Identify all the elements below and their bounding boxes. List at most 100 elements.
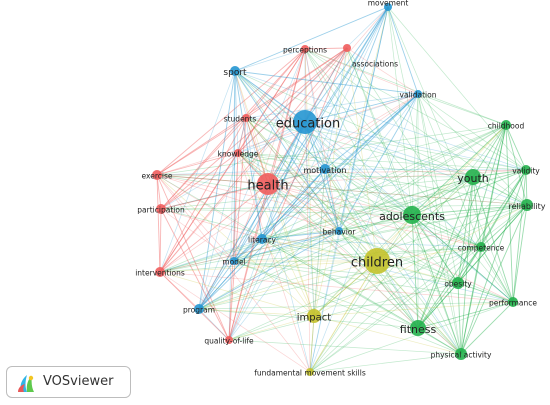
node-obesity[interactable] [452, 277, 464, 289]
edge-motivation-model [233, 168, 326, 262]
node-knowledge[interactable] [234, 149, 242, 157]
edge-health-performance [267, 183, 514, 303]
edge-literacy-fitness [261, 238, 419, 329]
edge-interventions-program [159, 271, 200, 310]
node-youth[interactable] [465, 169, 481, 185]
edge-motivation-impact [313, 168, 326, 317]
edge-youth-physical-activity [460, 176, 474, 355]
edge-validation-model [233, 93, 419, 262]
edge-validation-students [245, 93, 419, 119]
node-education[interactable] [293, 110, 317, 134]
edge-childhood-exercise [156, 124, 507, 176]
node-movement[interactable] [384, 3, 392, 11]
edge-associations-education [304, 47, 348, 123]
edge-validity-fundamental-movement-skills [309, 169, 527, 373]
node-behavior[interactable] [335, 227, 343, 235]
edge-childhood-youth [472, 124, 507, 178]
node-sport[interactable] [230, 66, 240, 76]
edge-participation-obesity [160, 208, 459, 284]
node-exercise[interactable] [152, 170, 162, 180]
edge-exercise-fundamental-movement-skills [156, 174, 311, 373]
node-fitness[interactable] [410, 320, 426, 336]
edge-adolescents-obesity [411, 214, 459, 284]
edge-students-health [245, 117, 269, 185]
edge-youth-impact [313, 176, 474, 317]
edge-participation-quality-of-life [160, 208, 230, 341]
edge-model-program [198, 260, 235, 310]
edge-participation-model [160, 208, 235, 262]
node-competence[interactable] [476, 242, 486, 252]
node-performance[interactable] [508, 297, 518, 307]
edge-validation-childhood [417, 93, 507, 126]
node-associations[interactable] [343, 44, 351, 52]
edge-education-physical-activity [304, 121, 462, 355]
edge-students-validity [245, 117, 527, 171]
edge-motivation-fundamental-movement-skills [309, 168, 326, 373]
edge-youth-performance [472, 176, 514, 303]
node-perceptions[interactable] [301, 45, 309, 53]
node-students[interactable] [242, 114, 250, 122]
edge-students-participation [160, 117, 247, 210]
edge-literacy-interventions [159, 238, 263, 273]
node-validation[interactable] [414, 90, 422, 98]
edge-students-impact [245, 117, 315, 317]
edge-health-adolescents [267, 183, 413, 216]
node-adolescents[interactable] [403, 206, 421, 224]
node-motivation[interactable] [320, 164, 330, 174]
node-interventions[interactable] [155, 267, 165, 277]
node-model[interactable] [230, 257, 238, 265]
node-impact[interactable] [307, 309, 321, 323]
edge-childhood-literacy [261, 124, 507, 240]
edge-perceptions-motivation [304, 48, 326, 170]
edge-performance-physical-activity [460, 301, 514, 355]
label-childhood: childhood [488, 122, 525, 131]
node-program[interactable] [194, 304, 204, 314]
edge-participation-adolescents [160, 208, 413, 216]
edge-reliability-impact [313, 204, 528, 317]
edge-validation-knowledge [237, 93, 419, 154]
edge-competence-performance [480, 246, 514, 303]
edge-validation-health [267, 93, 419, 185]
node-fundamental-movement-skills[interactable] [306, 368, 314, 376]
edge-competence-interventions [159, 246, 482, 273]
edge-movement-adolescents [387, 6, 413, 216]
edge-reliability-fundamental-movement-skills [309, 204, 528, 373]
edge-exercise-literacy [156, 174, 263, 240]
edge-exercise-model [156, 174, 235, 262]
node-physical-activity[interactable] [455, 348, 467, 360]
edge-childhood-fundamental-movement-skills [309, 124, 507, 373]
node-reliability[interactable] [521, 199, 533, 211]
edge-children-fundamental-movement-skills [309, 260, 378, 373]
edge-knowledge-fundamental-movement-skills [237, 152, 311, 373]
edge-sport-youth [234, 70, 474, 178]
node-literacy[interactable] [257, 234, 267, 244]
edge-childhood-physical-activity [460, 124, 507, 355]
node-children[interactable] [364, 248, 390, 274]
label-participation: participation [137, 206, 185, 215]
node-participation[interactable] [156, 204, 166, 214]
node-validity[interactable] [521, 165, 531, 175]
node-childhood[interactable] [501, 120, 511, 130]
edge-sport-competence [234, 70, 482, 248]
edge-perceptions-students [245, 48, 306, 119]
edge-knowledge-adolescents [237, 152, 413, 216]
edge-adolescents-interventions [159, 214, 413, 273]
edge-model-performance [233, 260, 514, 303]
edge-motivation-exercise [156, 168, 326, 176]
node-health[interactable] [257, 173, 279, 195]
edge-childhood-program [198, 124, 507, 310]
edge-impact-quality-of-life [228, 315, 315, 341]
label-validation: validation [400, 91, 437, 100]
edge-validation-interventions [159, 93, 419, 273]
edge-adolescents-physical-activity [411, 214, 462, 355]
node-quality-of-life[interactable] [225, 336, 233, 344]
edge-interventions-impact [159, 271, 315, 317]
edge-sport-obesity [234, 70, 459, 284]
edge-participation-interventions [159, 208, 162, 273]
edge-knowledge-model [233, 152, 239, 262]
edge-reliability-model [233, 204, 528, 262]
edge-reliability-program [198, 204, 528, 310]
edge-validation-exercise [156, 93, 419, 176]
edge-obesity-performance [457, 282, 514, 303]
edge-literacy-impact [261, 238, 315, 317]
